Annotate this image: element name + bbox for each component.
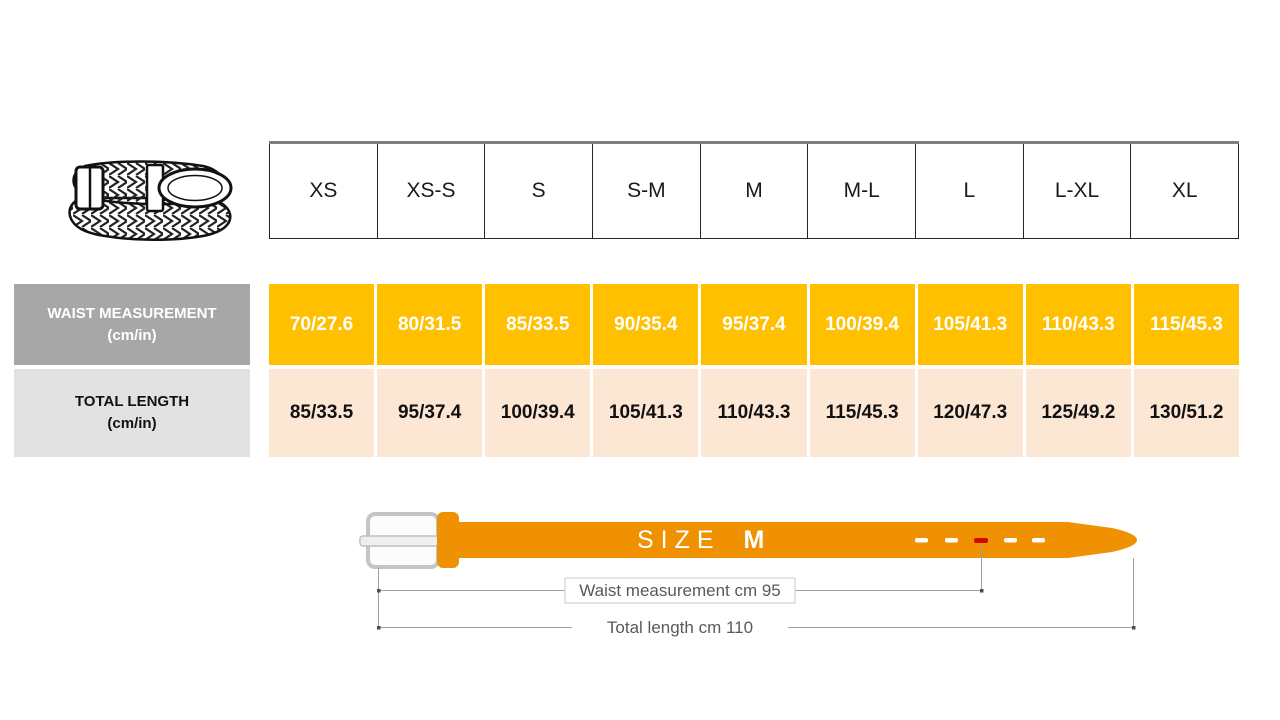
belt-strap xyxy=(437,512,1137,568)
belt-measurement-diagram: SIZE M Waist measurement cm xyxy=(359,512,1137,640)
size-header-cell: L-XL xyxy=(1023,144,1132,239)
waist-annotation: Waist measurement cm 95 xyxy=(564,577,796,604)
total-length-row-label: TOTAL LENGTH (cm/in) xyxy=(14,369,250,457)
waist-measurement-row: 70/27.6 80/31.5 85/33.5 90/35.4 95/37.4 … xyxy=(269,284,1239,365)
waist-value-cell: 110/43.3 xyxy=(1025,284,1131,365)
waist-value-cell: 100/39.4 xyxy=(809,284,915,365)
waist-value-cell: 95/37.4 xyxy=(701,284,807,365)
size-header-cell: L xyxy=(916,144,1024,239)
size-header-cell: XS-S xyxy=(377,144,486,239)
size-header-cell: XL xyxy=(1131,144,1240,239)
waist-value-cell: 90/35.4 xyxy=(593,284,699,365)
waist-value-cell: 70/27.6 xyxy=(269,284,375,365)
length-value-cell: 95/37.4 xyxy=(377,369,483,457)
row-label-unit: (cm/in) xyxy=(107,326,157,344)
waist-value-cell: 115/45.3 xyxy=(1133,284,1239,365)
row-label-title: TOTAL LENGTH xyxy=(74,393,190,411)
size-header-cell: S-M xyxy=(593,144,701,239)
braided-belt-icon xyxy=(68,160,233,241)
row-label-unit: (cm/in) xyxy=(107,415,157,432)
svg-text:SIZE M: SIZE M xyxy=(637,526,765,554)
measurement-endpoints xyxy=(377,589,1136,630)
size-header-cell: M-L xyxy=(808,144,917,239)
size-word-label: SIZE xyxy=(637,526,721,554)
total-length-annotation-text: Total length cm 110 xyxy=(607,618,753,637)
length-value-cell: 105/41.3 xyxy=(593,369,699,457)
waist-point-hole xyxy=(974,538,988,543)
belt-holes xyxy=(915,538,1045,543)
total-length-row: 85/33.5 95/37.4 100/39.4 105/41.3 110/43… xyxy=(269,369,1239,457)
size-value-label: M xyxy=(744,526,766,554)
length-value-cell: 100/39.4 xyxy=(485,369,591,457)
length-value-cell: 110/43.3 xyxy=(701,369,807,457)
waist-annotation-text: Waist measurement cm 95 xyxy=(579,581,781,600)
waist-value-cell: 85/33.5 xyxy=(485,284,591,365)
waist-value-cell: 80/31.5 xyxy=(377,284,483,365)
length-value-cell: 85/33.5 xyxy=(269,369,375,457)
size-header-cell: S xyxy=(485,144,594,239)
length-value-cell: 120/47.3 xyxy=(917,369,1023,457)
row-label-title: WAIST MEASUREMENT xyxy=(47,304,217,322)
waist-measurement-row-label: WAIST MEASUREMENT (cm/in) xyxy=(14,284,250,365)
waist-value-cell: 105/41.3 xyxy=(917,284,1023,365)
length-value-cell: 125/49.2 xyxy=(1025,369,1131,457)
length-value-cell: 130/51.2 xyxy=(1133,369,1239,457)
size-header-cell: XS xyxy=(269,144,378,239)
belt-buckle-icon xyxy=(359,512,440,569)
length-value-cell: 115/45.3 xyxy=(809,369,915,457)
total-length-annotation: Total length cm 110 xyxy=(572,612,788,640)
size-header-cell: M xyxy=(700,144,809,239)
size-header-row: XS XS-S S S-M M M-L L L-XL XL xyxy=(269,141,1240,239)
